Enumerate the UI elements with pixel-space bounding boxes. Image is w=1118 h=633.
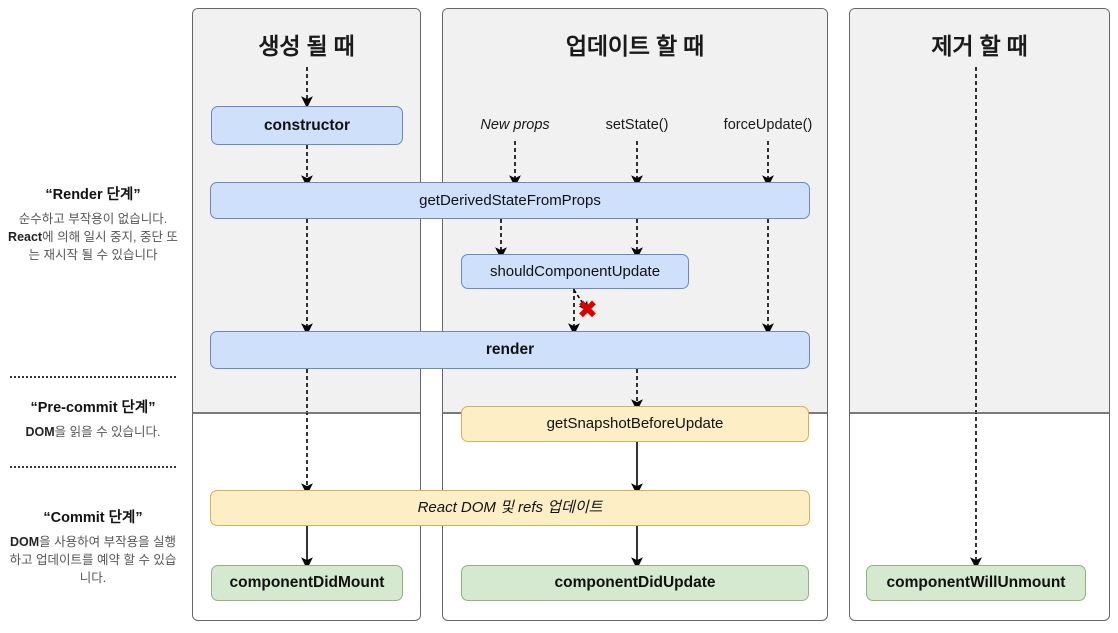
column-title-update: 업데이트 할 때: [565, 33, 705, 59]
phase-legend-precommit-description: DOM을 읽을 수 있습니다.: [25, 425, 161, 439]
node-component-did-update[interactable]: componentDidUpdate: [461, 565, 809, 601]
phase-legend-render-title: “Render 단계”: [45, 187, 141, 203]
phase-legend-precommit-title: “Pre-commit 단계”: [30, 400, 156, 416]
phase-legend-precommit: “Pre-commit 단계” DOM을 읽을 수 있습니다.: [8, 396, 178, 441]
node-react-dom-and-refs-update[interactable]: React DOM 및 refs 업데이트: [210, 490, 810, 526]
trigger-label-set-state: setState(): [605, 117, 669, 133]
trigger-label-force-update: forceUpdate(): [723, 117, 813, 133]
phase-legend-render-description: 순수하고 부작용이 없습니다. React에 의해 일시 중지, 중단 또는 재…: [8, 212, 178, 263]
column-panel-update: 업데이트 할 때: [442, 8, 828, 621]
node-should-component-update[interactable]: shouldComponentUpdate: [461, 254, 689, 289]
skip-render-x-icon: ✖: [577, 295, 598, 324]
node-component-will-unmount[interactable]: componentWillUnmount: [866, 565, 1086, 601]
phase-divider-mount: [193, 412, 420, 413]
column-panel-mount: 생성 될 때: [192, 8, 421, 621]
column-title-mount: 생성 될 때: [258, 33, 355, 59]
node-constructor[interactable]: constructor: [211, 106, 403, 145]
node-render[interactable]: render: [210, 331, 810, 369]
phase-legend-commit: “Commit 단계” DOM을 사용하여 부작용을 실행하고 업데이트를 예약…: [8, 506, 178, 587]
phase-legend-render: “Render 단계” 순수하고 부작용이 없습니다. React에 의해 일시…: [8, 183, 178, 264]
legend-divider-bottom: [10, 466, 176, 468]
phase-divider-unmount: [850, 412, 1109, 413]
column-title-unmount: 제거 할 때: [931, 33, 1028, 59]
node-get-derived-state-from-props[interactable]: getDerivedStateFromProps: [210, 182, 810, 219]
trigger-label-new-props: New props: [480, 117, 550, 133]
column-panel-unmount: 제거 할 때: [849, 8, 1110, 621]
legend-divider-top: [10, 376, 176, 378]
node-component-did-mount[interactable]: componentDidMount: [211, 565, 403, 601]
column-panel-unmount-render-area: [850, 9, 1109, 414]
phase-legend-commit-title: “Commit 단계”: [43, 510, 143, 526]
phase-legend-commit-description: DOM을 사용하여 부작용을 실행하고 업데이트를 예약 할 수 있습니다.: [9, 535, 177, 586]
node-get-snapshot-before-update[interactable]: getSnapshotBeforeUpdate: [461, 406, 809, 442]
